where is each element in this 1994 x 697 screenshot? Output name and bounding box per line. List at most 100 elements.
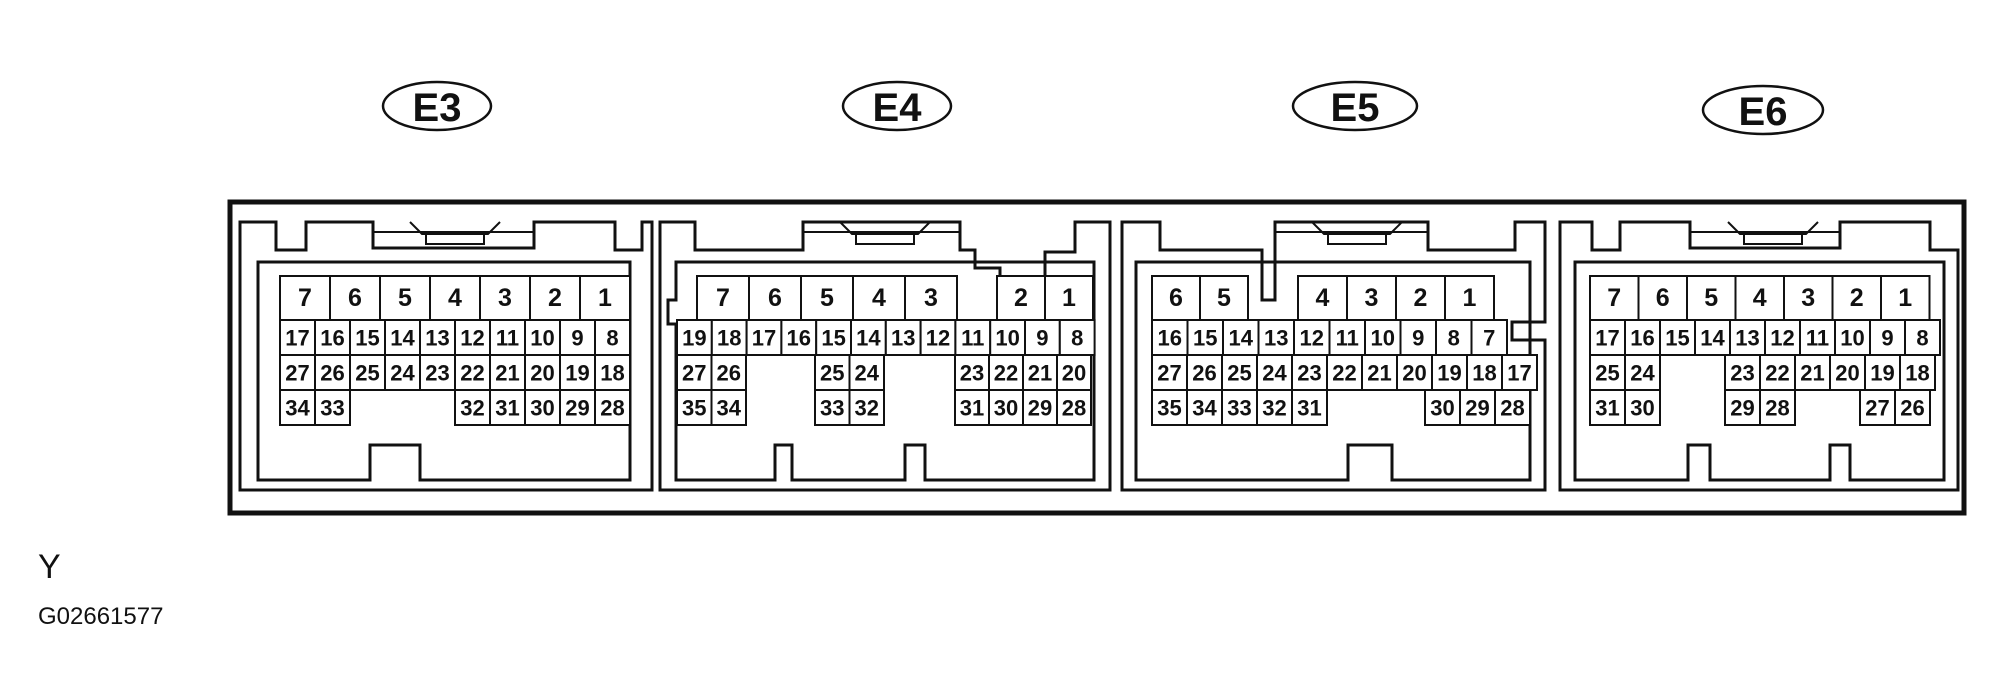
pin-number: 12: [1300, 326, 1324, 351]
pin-cell: 3: [479, 275, 531, 321]
connector-label-e6: E6: [1701, 84, 1825, 136]
pin-cell: 6: [1151, 275, 1201, 321]
pin-cell: 33: [1221, 389, 1258, 426]
pin-cell: 28: [1056, 389, 1092, 426]
pin-cell: 9: [1024, 319, 1061, 356]
pin-number: 4: [1316, 284, 1330, 312]
pin-box: [1221, 389, 1258, 426]
pin-cell: 18: [1466, 354, 1503, 391]
connector-housing-e6: [1558, 220, 1960, 492]
pin-box: [1186, 389, 1223, 426]
pin-box: [1361, 354, 1398, 391]
ecu-connector-frame: [227, 199, 1967, 516]
pin-box: [559, 319, 596, 356]
pin-cell: 24: [1256, 354, 1293, 391]
connector-label-text: E3: [413, 86, 462, 130]
pin-cell: 1: [1044, 275, 1094, 321]
pin-cell: 28: [1494, 389, 1531, 426]
pin-cell: 10: [1364, 319, 1402, 356]
pin-number: 13: [1735, 326, 1759, 351]
pin-number: 24: [1262, 361, 1287, 386]
pin-number: 29: [565, 396, 589, 421]
connector-label-e4: E4: [841, 80, 953, 132]
pin-box: [1880, 275, 1931, 321]
pin-box: [1364, 319, 1402, 356]
pin-cell: 10: [524, 319, 561, 356]
pin-box: [1759, 389, 1796, 426]
pin-number: 17: [1507, 361, 1531, 386]
pin-number: 8: [1916, 326, 1928, 351]
pin-number: 5: [1217, 284, 1231, 312]
pin-number: 35: [1157, 396, 1181, 421]
pin-number: 27: [1157, 361, 1181, 386]
pin-box: [1291, 389, 1328, 426]
pin-cell: 8: [1435, 319, 1473, 356]
pin-cell: 16: [1624, 319, 1661, 356]
pin-number: 31: [960, 396, 984, 421]
pin-number: 15: [821, 326, 845, 351]
pin-box: [1256, 389, 1293, 426]
pin-number: 28: [1062, 396, 1086, 421]
pin-number: 22: [460, 361, 484, 386]
pin-box: [559, 354, 596, 391]
pin-cell: 15: [1186, 319, 1224, 356]
pin-box: [1734, 275, 1785, 321]
pin-cell: 4: [1734, 275, 1785, 321]
pin-box: [579, 275, 631, 321]
pin-number: 30: [1430, 396, 1454, 421]
pin-number: 27: [682, 361, 706, 386]
pin-number: 23: [1730, 361, 1754, 386]
pin-cell: 34: [279, 389, 316, 426]
figure-code: G02661577: [38, 603, 164, 630]
pin-cell: 2: [1831, 275, 1882, 321]
pin-number: 26: [1192, 361, 1216, 386]
pin-cell: 18: [1899, 354, 1936, 391]
pin-cell: 10: [1834, 319, 1871, 356]
pin-cell: 7: [1589, 275, 1640, 321]
pin-cell: 13: [884, 319, 922, 356]
pin-cell: 5: [800, 275, 854, 321]
pin-cell: 31: [1589, 389, 1626, 426]
pin-cell: 26: [1894, 389, 1931, 426]
pin-number: 1: [1062, 284, 1076, 312]
pin-number: 14: [1700, 326, 1725, 351]
pin-cell: 12: [919, 319, 957, 356]
pin-number: 7: [298, 284, 312, 312]
pin-box: [745, 319, 783, 356]
pin-number: 10: [995, 326, 1019, 351]
pin-box: [1501, 354, 1538, 391]
pin-cell: 17: [1501, 354, 1538, 391]
pin-box: [329, 275, 381, 321]
pin-cell: 7: [696, 275, 750, 321]
pin-box: [1022, 354, 1058, 391]
pin-number: 1: [598, 284, 612, 312]
pin-cell: 8: [1058, 319, 1096, 356]
pin-cell: 10: [989, 319, 1027, 356]
pin-number: 3: [498, 284, 512, 312]
pin-cell: 18: [594, 354, 631, 391]
pin-box: [279, 319, 316, 356]
pin-number: 25: [355, 361, 379, 386]
pin-cell: 24: [1624, 354, 1661, 391]
pin-number: 26: [1900, 396, 1924, 421]
connector-housing-e4: [658, 220, 1112, 492]
pin-cell: 11: [1799, 319, 1836, 356]
pin-number: 25: [1227, 361, 1251, 386]
pin-cell: 6: [1637, 275, 1688, 321]
pin-cell: 29: [1724, 389, 1761, 426]
pin-cell: 2: [529, 275, 581, 321]
pin-number: 29: [1730, 396, 1754, 421]
pin-cell: 30: [1424, 389, 1461, 426]
pin-cell: 25: [1589, 354, 1626, 391]
pin-box: [852, 275, 906, 321]
pin-cell: 20: [1829, 354, 1866, 391]
pin-number: 4: [872, 284, 886, 312]
pin-number: 15: [1193, 326, 1217, 351]
pin-box: [904, 275, 958, 321]
pin-number: 21: [1367, 361, 1391, 386]
pin-box: [1829, 354, 1866, 391]
pin-cell: 15: [349, 319, 386, 356]
pin-cell: 2: [1395, 275, 1446, 321]
pin-box: [1694, 319, 1731, 356]
